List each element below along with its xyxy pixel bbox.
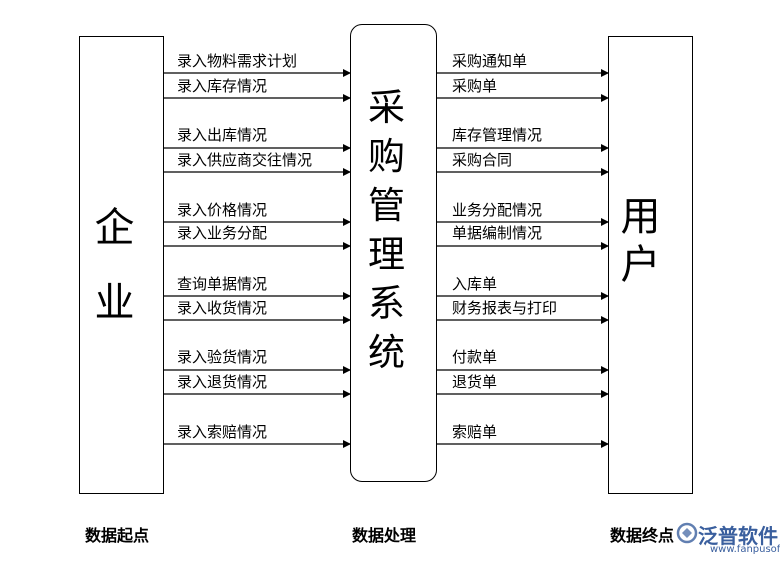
enterprise-char-1: 企 bbox=[94, 205, 135, 251]
procurement-system-box bbox=[350, 24, 437, 482]
system-char-6: 统 bbox=[368, 331, 405, 374]
left-label-6: 录入业务分配 bbox=[177, 224, 268, 242]
left-label-8: 录入收货情况 bbox=[177, 299, 268, 317]
left-label-5: 录入价格情况 bbox=[177, 201, 268, 219]
watermark: 泛普软件 www.fanpusoft.com bbox=[676, 520, 780, 560]
left-label-1: 录入物料需求计划 bbox=[177, 52, 298, 70]
right-label-7: 入库单 bbox=[452, 275, 498, 293]
right-label-6: 单据编制情况 bbox=[452, 224, 543, 242]
user-char-1: 用 bbox=[620, 194, 661, 240]
watermark-name: 泛普软件 bbox=[698, 524, 778, 548]
system-char-2: 购 bbox=[368, 135, 405, 178]
right-label-9: 付款单 bbox=[452, 348, 498, 366]
user-box bbox=[608, 36, 693, 494]
right-label-3: 库存管理情况 bbox=[452, 126, 543, 144]
left-label-10: 录入退货情况 bbox=[177, 373, 268, 391]
left-label-7: 查询单据情况 bbox=[177, 275, 268, 293]
left-label-2: 录入库存情况 bbox=[177, 77, 268, 95]
right-label-10: 退货单 bbox=[452, 373, 498, 391]
data-process-caption: 数据处理 bbox=[352, 526, 417, 545]
right-label-2: 采购单 bbox=[452, 77, 498, 95]
right-label-11: 索赔单 bbox=[452, 423, 498, 441]
data-start-caption: 数据起点 bbox=[85, 526, 150, 545]
left-label-3: 录入出库情况 bbox=[177, 126, 268, 144]
right-label-5: 业务分配情况 bbox=[452, 201, 543, 219]
enterprise-char-2: 业 bbox=[94, 280, 135, 326]
system-char-5: 系 bbox=[368, 282, 405, 325]
user-char-2: 户 bbox=[620, 242, 661, 288]
data-end-caption: 数据终点 bbox=[610, 526, 675, 545]
enterprise-box bbox=[79, 36, 164, 494]
system-char-1: 采 bbox=[368, 86, 405, 129]
left-label-9: 录入验货情况 bbox=[177, 348, 268, 366]
watermark-url: www.fanpusoft.com bbox=[710, 544, 780, 555]
right-label-8: 财务报表与打印 bbox=[452, 299, 558, 317]
system-char-3: 管 bbox=[368, 184, 405, 227]
right-label-1: 采购通知单 bbox=[452, 52, 528, 70]
left-label-4: 录入供应商交往情况 bbox=[177, 151, 313, 169]
watermark-logo-icon bbox=[676, 522, 698, 544]
right-label-4: 采购合同 bbox=[452, 151, 513, 169]
system-char-4: 理 bbox=[368, 233, 405, 276]
left-label-11: 录入索赔情况 bbox=[177, 423, 268, 441]
